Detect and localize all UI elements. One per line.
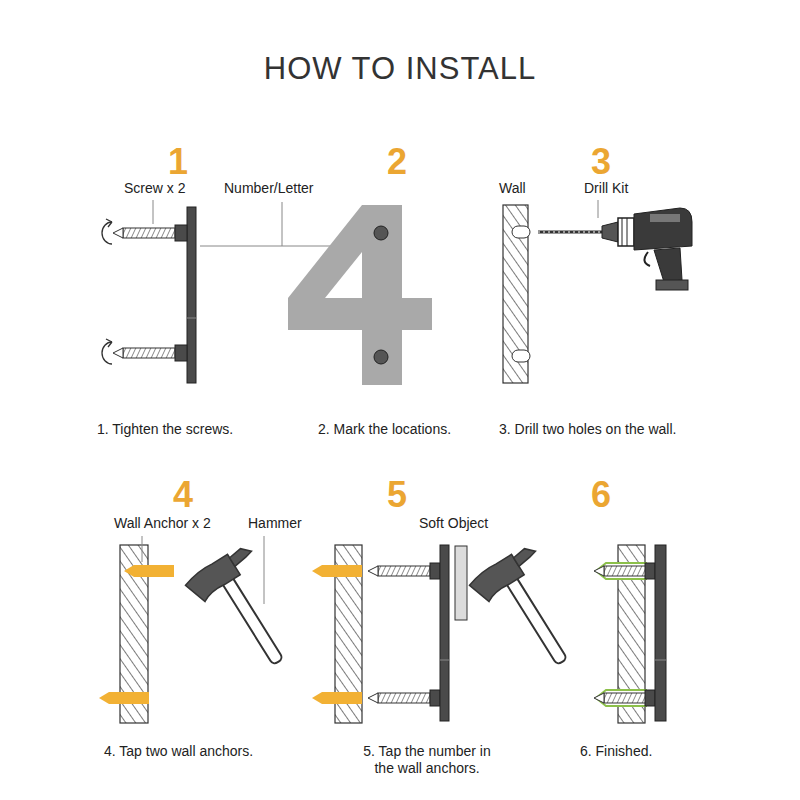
part-label: Soft Object [419,515,488,532]
part-label: Hammer [248,515,302,532]
part-label: Screw x 2 [124,180,185,197]
step-caption: 5. Tap the number in the wall anchors. [352,743,502,777]
panel-four [99,536,309,723]
panel-three [503,200,692,383]
part-label: Wall [499,180,526,197]
step-caption: 2. Mark the locations. [318,421,451,438]
step-caption: 3. Drill two holes on the wall. [499,421,676,438]
panel-two [288,205,432,385]
callout-number: 3 [591,140,611,183]
callout-number: 4 [173,473,193,516]
part-label: Number/Letter [224,180,313,197]
part-label: Wall Anchor x 2 [114,515,211,532]
callout-number: 1 [168,140,188,183]
step-caption: 4. Tap two wall anchors. [104,743,253,760]
callout-number: 6 [591,473,611,516]
part-label: Drill Kit [584,180,628,197]
callout-number: 5 [387,473,407,516]
title: HOW TO INSTALL [264,50,536,87]
callout-number: 2 [387,140,407,183]
step-caption: 6. Finished. [580,743,652,760]
panel-five [312,542,593,723]
panel-six [594,545,666,723]
step-caption: 1. Tighten the screws. [97,421,233,438]
